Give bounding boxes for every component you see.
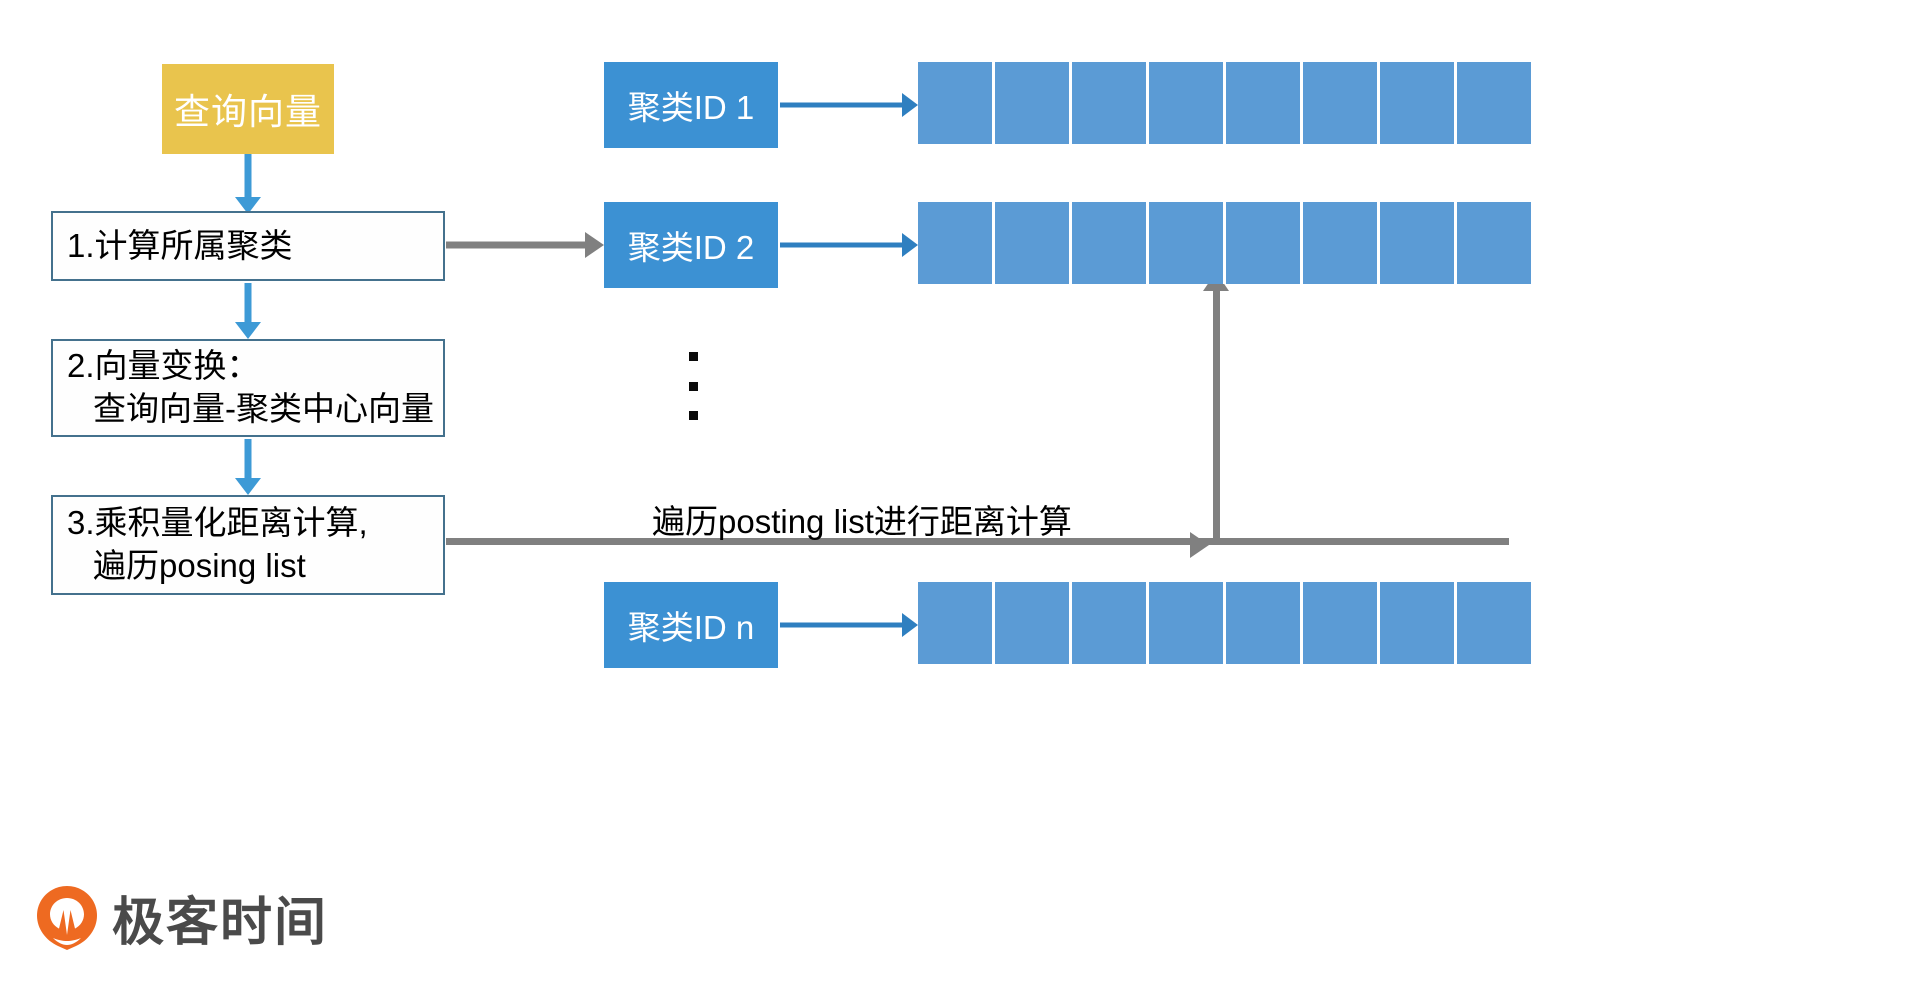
query-vector-box[interactable]: 查询向量: [162, 64, 334, 154]
cluster-2-label: 聚类ID 2: [627, 229, 755, 266]
arrow-step1-to-cluster2: [446, 232, 604, 258]
posting-cell[interactable]: [1072, 62, 1149, 144]
step-3-line-2: 遍历posing list: [93, 547, 306, 584]
step-box-2[interactable]: 2.向量变换： 查询向量-聚类中心向量: [51, 339, 445, 437]
posting-cell[interactable]: [918, 62, 995, 144]
posting-cell[interactable]: [1380, 62, 1457, 144]
query-vector-label: 查询向量: [173, 91, 322, 132]
posting-cell[interactable]: [918, 582, 995, 664]
arrow-step2-to-step3: [232, 439, 264, 495]
posting-cell[interactable]: [1149, 62, 1226, 144]
cluster-box-2[interactable]: 聚类ID 2: [604, 202, 778, 288]
posting-cell[interactable]: [1149, 202, 1226, 284]
posting-cell[interactable]: [1380, 202, 1457, 284]
arrow-step1-to-step2: [232, 283, 264, 339]
posting-cell[interactable]: [995, 202, 1072, 284]
posting-list-1[interactable]: [918, 62, 1531, 144]
posting-cell[interactable]: [1303, 582, 1380, 664]
cluster-box-n[interactable]: 聚类ID n: [604, 582, 778, 668]
posting-cell[interactable]: [1303, 62, 1380, 144]
posting-cell[interactable]: [1380, 582, 1457, 664]
cluster-n-label: 聚类ID n: [627, 609, 755, 646]
step-box-3[interactable]: 3.乘积量化距离计算, 遍历posing list: [51, 495, 445, 595]
step-3-line-1: 3.乘积量化距离计算,: [67, 504, 368, 542]
posting-list-n[interactable]: [918, 582, 1531, 664]
geektime-logo: 极客时间: [36, 880, 328, 955]
posting-cell[interactable]: [995, 62, 1072, 144]
posting-cell[interactable]: [1072, 582, 1149, 664]
step-box-1[interactable]: 1.计算所属聚类: [51, 211, 445, 281]
step-1-line-1: 1.计算所属聚类: [67, 226, 293, 264]
posting-cell[interactable]: [918, 202, 995, 284]
cluster-1-label: 聚类ID 1: [627, 89, 755, 126]
traversal-caption: 遍历posting list进行距离计算: [652, 503, 1072, 540]
posting-cell[interactable]: [1303, 202, 1380, 284]
posting-cell[interactable]: [1457, 202, 1531, 284]
arrow-cluster2-to-postinglist2: [780, 232, 918, 258]
posting-cell[interactable]: [1226, 582, 1303, 664]
vertical-ellipsis-icon: [686, 352, 700, 420]
posting-cell[interactable]: [1226, 62, 1303, 144]
posting-cell[interactable]: [1149, 582, 1226, 664]
posting-cell[interactable]: [1457, 582, 1531, 664]
posting-cell[interactable]: [1226, 202, 1303, 284]
arrow-cluster1-to-postinglist1: [780, 92, 918, 118]
cluster-box-1[interactable]: 聚类ID 1: [604, 62, 778, 148]
geektime-logo-icon: [36, 885, 98, 951]
geektime-logo-text: 极客时间: [112, 894, 329, 952]
step-2-line-1: 2.向量变换：: [67, 347, 260, 385]
arrow-clustern-to-postinglistn: [780, 612, 918, 638]
posting-cell[interactable]: [1072, 202, 1149, 284]
posting-list-2[interactable]: [918, 202, 1531, 284]
arrow-query-to-step1: [232, 154, 264, 214]
posting-cell[interactable]: [1457, 62, 1531, 144]
posting-cell[interactable]: [995, 582, 1072, 664]
step-2-line-2: 查询向量-聚类中心向量: [93, 390, 434, 427]
